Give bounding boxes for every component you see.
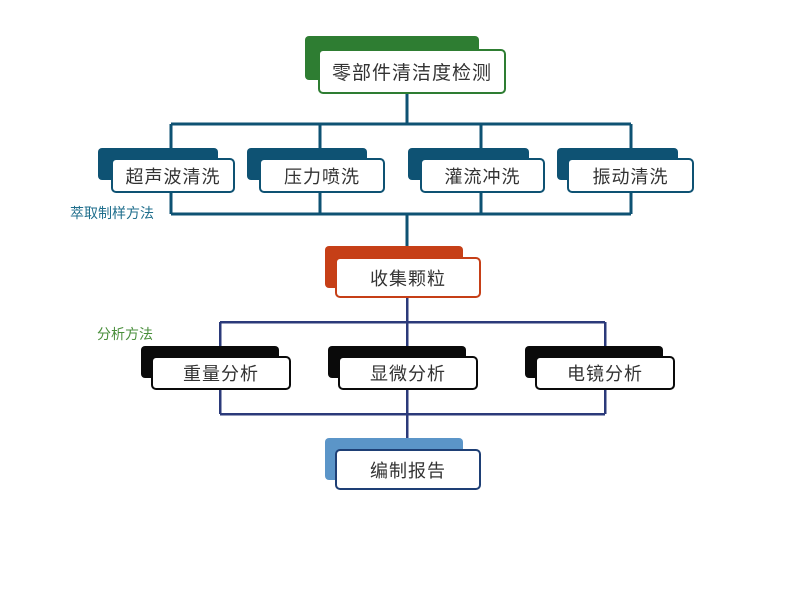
node-label: 编制报告 bbox=[370, 460, 446, 482]
node-label: 超声波清洗 bbox=[125, 166, 221, 188]
node-box: 振动清洗 bbox=[567, 158, 694, 193]
node-root-label: 零部件清洁度检测 bbox=[331, 62, 492, 84]
node-label: 收集颗粒 bbox=[370, 268, 446, 290]
node-box: 灌流冲洗 bbox=[420, 158, 545, 193]
node-box: 压力喷洗 bbox=[259, 158, 385, 193]
node-box: 超声波清洗 bbox=[111, 158, 235, 193]
node-root-box: 零部件清洁度检测 bbox=[318, 49, 506, 94]
node-box: 编制报告 bbox=[335, 449, 481, 490]
node-label: 灌流冲洗 bbox=[444, 166, 521, 188]
node-box: 显微分析 bbox=[338, 356, 478, 390]
node-label: 重量分析 bbox=[183, 364, 259, 385]
node-box: 收集颗粒 bbox=[335, 257, 481, 298]
analysis-methods-label: 分析方法 bbox=[97, 327, 153, 343]
node-label: 电镜分析 bbox=[567, 364, 643, 385]
node-box: 电镜分析 bbox=[535, 356, 675, 390]
node-label: 压力喷洗 bbox=[284, 166, 360, 188]
node-label: 显微分析 bbox=[370, 364, 446, 385]
node-box: 重量分析 bbox=[151, 356, 291, 390]
extraction-methods-label: 萃取制样方法 bbox=[70, 206, 154, 222]
node-label: 振动清洗 bbox=[592, 166, 669, 188]
